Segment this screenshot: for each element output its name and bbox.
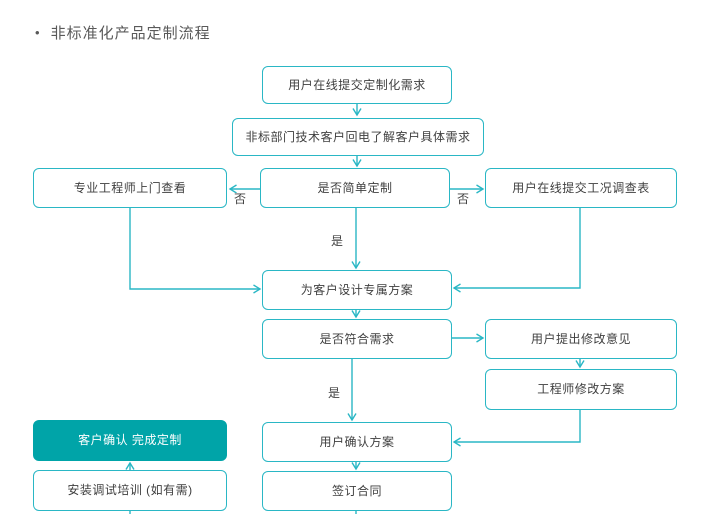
page-title-text: 非标准化产品定制流程	[50, 25, 211, 42]
node-sign-contract: 签订合同	[262, 471, 452, 511]
connector-revise-to-confirm	[452, 410, 581, 447]
node-feedback: 用户提出修改意见	[485, 319, 677, 359]
edge-label-no-right: 否	[457, 192, 470, 206]
edge-label-yes-top: 是	[331, 234, 344, 248]
edge-label-yes-bottom: 是	[328, 386, 341, 400]
node-simple-custom: 是否简单定制	[260, 168, 450, 208]
connector-engineer-to-design	[129, 208, 262, 294]
node-confirm-plan: 用户确认方案	[262, 422, 452, 462]
node-complete: 客户确认 完成定制	[33, 420, 227, 461]
edge-label-no-left: 否	[234, 192, 247, 206]
node-meet-needs: 是否符合需求	[262, 319, 452, 359]
connector-survey-to-design	[452, 208, 581, 293]
page-title: • 非标准化产品定制流程	[35, 22, 211, 43]
node-submit-request: 用户在线提交定制化需求	[262, 66, 452, 104]
node-survey-form: 用户在线提交工况调查表	[485, 168, 677, 208]
node-install-training: 安装调试培训 (如有需)	[33, 470, 227, 511]
node-engineer-visit: 专业工程师上门查看	[33, 168, 227, 208]
node-callback: 非标部门技术客户回电了解客户具体需求	[232, 118, 484, 156]
node-design-plan: 为客户设计专属方案	[262, 270, 452, 310]
bullet-icon: •	[35, 25, 41, 40]
node-revise-plan: 工程师修改方案	[485, 369, 677, 410]
